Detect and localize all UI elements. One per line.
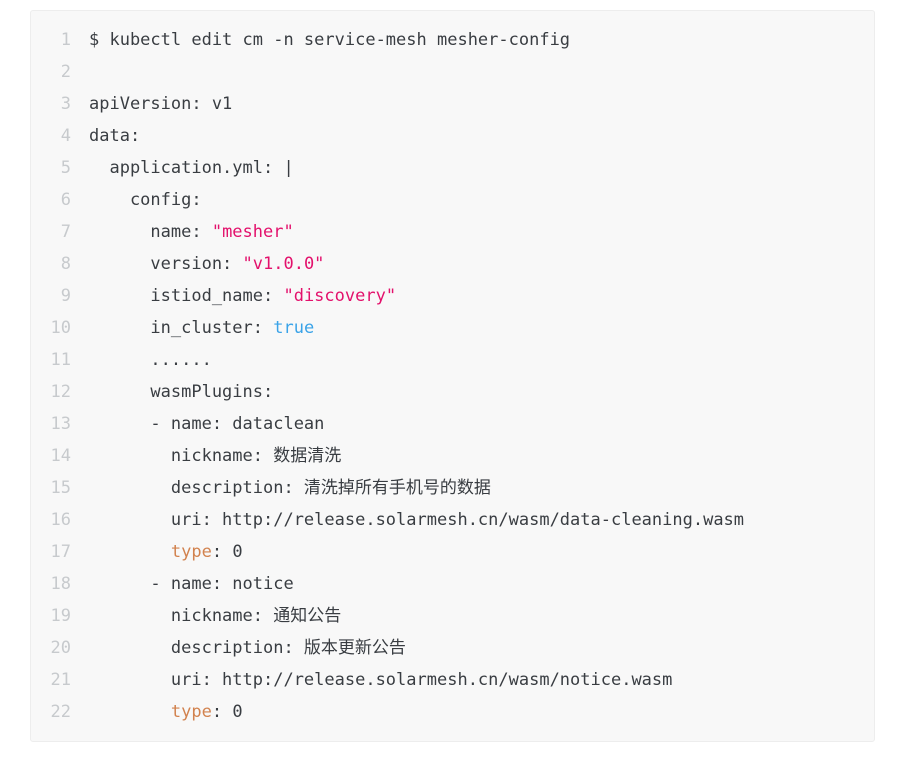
code-segment-plain: - name: notice <box>89 574 294 594</box>
line-number: 14 <box>50 446 71 466</box>
line-number: 16 <box>50 510 71 530</box>
code-line: 15 description: 清洗掉所有手机号的数据 <box>31 472 874 504</box>
code-line: 20 description: 版本更新公告 <box>31 632 874 664</box>
code-line-content: nickname: 数据清洗 <box>89 440 341 472</box>
code-segment-plain: nickname: 通知公告 <box>89 606 342 626</box>
line-number: 4 <box>60 126 71 146</box>
code-segment-plain: in_cluster: <box>89 318 274 338</box>
line-number: 2 <box>60 62 71 82</box>
code-segment-string: "v1.0.0" <box>242 254 325 274</box>
code-line: 8 version: "v1.0.0" <box>31 248 874 280</box>
code-line-content: nickname: 通知公告 <box>89 600 341 632</box>
line-number: 18 <box>50 574 71 594</box>
code-line: 10 in_cluster: true <box>31 312 874 344</box>
code-line-content: apiVersion: v1 <box>89 88 232 120</box>
code-segment-plain: istiod_name: <box>89 286 284 306</box>
code-segment-plain: wasmPlugins: <box>89 382 274 402</box>
code-segment-plain: uri: http://release.solarmesh.cn/wasm/no… <box>89 670 673 690</box>
code-line: 19 nickname: 通知公告 <box>31 600 874 632</box>
code-segment-plain: uri: http://release.solarmesh.cn/wasm/da… <box>89 510 745 530</box>
line-number: 13 <box>50 414 71 434</box>
code-line-content: istiod_name: "discovery" <box>89 280 396 312</box>
code-line: 18 - name: notice <box>31 568 874 600</box>
code-block: 1 $ kubectl edit cm -n service-mesh mesh… <box>30 10 875 742</box>
code-line: 6 config: <box>31 184 874 216</box>
code-segment-plain: - name: dataclean <box>89 414 325 434</box>
code-line-content: description: 版本更新公告 <box>89 632 406 664</box>
code-segment-plain: $ kubectl edit cm -n service-mesh mesher… <box>89 30 571 50</box>
line-number: 10 <box>50 318 71 338</box>
code-line: 7 name: "mesher" <box>31 216 874 248</box>
code-line-content: uri: http://release.solarmesh.cn/wasm/no… <box>89 664 673 696</box>
code-line: 14 nickname: 数据清洗 <box>31 440 874 472</box>
line-number: 21 <box>50 670 71 690</box>
code-line-content: - name: dataclean <box>89 408 324 440</box>
code-segment-plain: config: <box>89 190 202 210</box>
code-line-content: uri: http://release.solarmesh.cn/wasm/da… <box>89 504 744 536</box>
line-number: 7 <box>60 222 71 242</box>
code-segment-plain: description: 版本更新公告 <box>89 638 406 658</box>
code-line: 9 istiod_name: "discovery" <box>31 280 874 312</box>
code-line-content: ...... <box>89 344 212 376</box>
code-segment-plain: apiVersion: v1 <box>89 94 233 114</box>
code-segment-plain: data: <box>89 126 141 146</box>
code-line-content: name: "mesher" <box>89 216 294 248</box>
code-segment-plain: : 0 <box>211 702 243 722</box>
code-segment-plain: application.yml: | <box>89 158 294 178</box>
code-segment-plain: name: <box>89 222 212 242</box>
code-line: 3 apiVersion: v1 <box>31 88 874 120</box>
code-line: 11 ...... <box>31 344 874 376</box>
line-number: 8 <box>60 254 71 274</box>
code-line: 4 data: <box>31 120 874 152</box>
line-number: 12 <box>50 382 71 402</box>
code-line: 2 <box>31 56 874 88</box>
code-segment-plain <box>89 702 171 722</box>
code-segment-plain: : 0 <box>211 542 243 562</box>
code-line-content: wasmPlugins: <box>89 376 273 408</box>
code-line: 17 type: 0 <box>31 536 874 568</box>
line-number: 15 <box>50 478 71 498</box>
code-segment-string: "discovery" <box>283 286 397 306</box>
code-line: 22 type: 0 <box>31 696 874 728</box>
line-number: 3 <box>60 94 71 114</box>
code-line-content: in_cluster: true <box>89 312 314 344</box>
line-number: 11 <box>50 350 71 370</box>
code-segment-plain: nickname: 数据清洗 <box>89 446 342 466</box>
code-line: 5 application.yml: | <box>31 152 874 184</box>
line-number: 6 <box>60 190 71 210</box>
code-segment-keyword: type <box>170 702 212 722</box>
line-number: 19 <box>50 606 71 626</box>
code-line-content: version: "v1.0.0" <box>89 248 324 280</box>
code-line: 16 uri: http://release.solarmesh.cn/wasm… <box>31 504 874 536</box>
code-line-content: config: <box>89 184 202 216</box>
code-segment-boolean: true <box>273 318 315 338</box>
line-number: 9 <box>60 286 71 306</box>
code-segment-string: "mesher" <box>211 222 294 242</box>
code-segment-plain: description: 清洗掉所有手机号的数据 <box>89 478 491 498</box>
code-line-content: - name: notice <box>89 568 294 600</box>
code-segment-plain: version: <box>89 254 243 274</box>
code-line: 1 $ kubectl edit cm -n service-mesh mesh… <box>31 24 874 56</box>
code-line-content: data: <box>89 120 140 152</box>
code-segment-keyword: type <box>170 542 212 562</box>
line-number: 22 <box>50 702 71 722</box>
line-number: 17 <box>50 542 71 562</box>
code-line: 12 wasmPlugins: <box>31 376 874 408</box>
line-number: 20 <box>50 638 71 658</box>
code-line-content: type: 0 <box>89 696 243 728</box>
code-segment-plain: ...... <box>89 350 212 370</box>
code-line-content: type: 0 <box>89 536 243 568</box>
code-line-content: description: 清洗掉所有手机号的数据 <box>89 472 491 504</box>
code-line: 13 - name: dataclean <box>31 408 874 440</box>
line-number: 1 <box>60 30 71 50</box>
code-line-content: $ kubectl edit cm -n service-mesh mesher… <box>89 24 570 56</box>
code-segment-plain <box>89 542 171 562</box>
code-line: 21 uri: http://release.solarmesh.cn/wasm… <box>31 664 874 696</box>
code-line-content: application.yml: | <box>89 152 294 184</box>
line-number: 5 <box>60 158 71 178</box>
